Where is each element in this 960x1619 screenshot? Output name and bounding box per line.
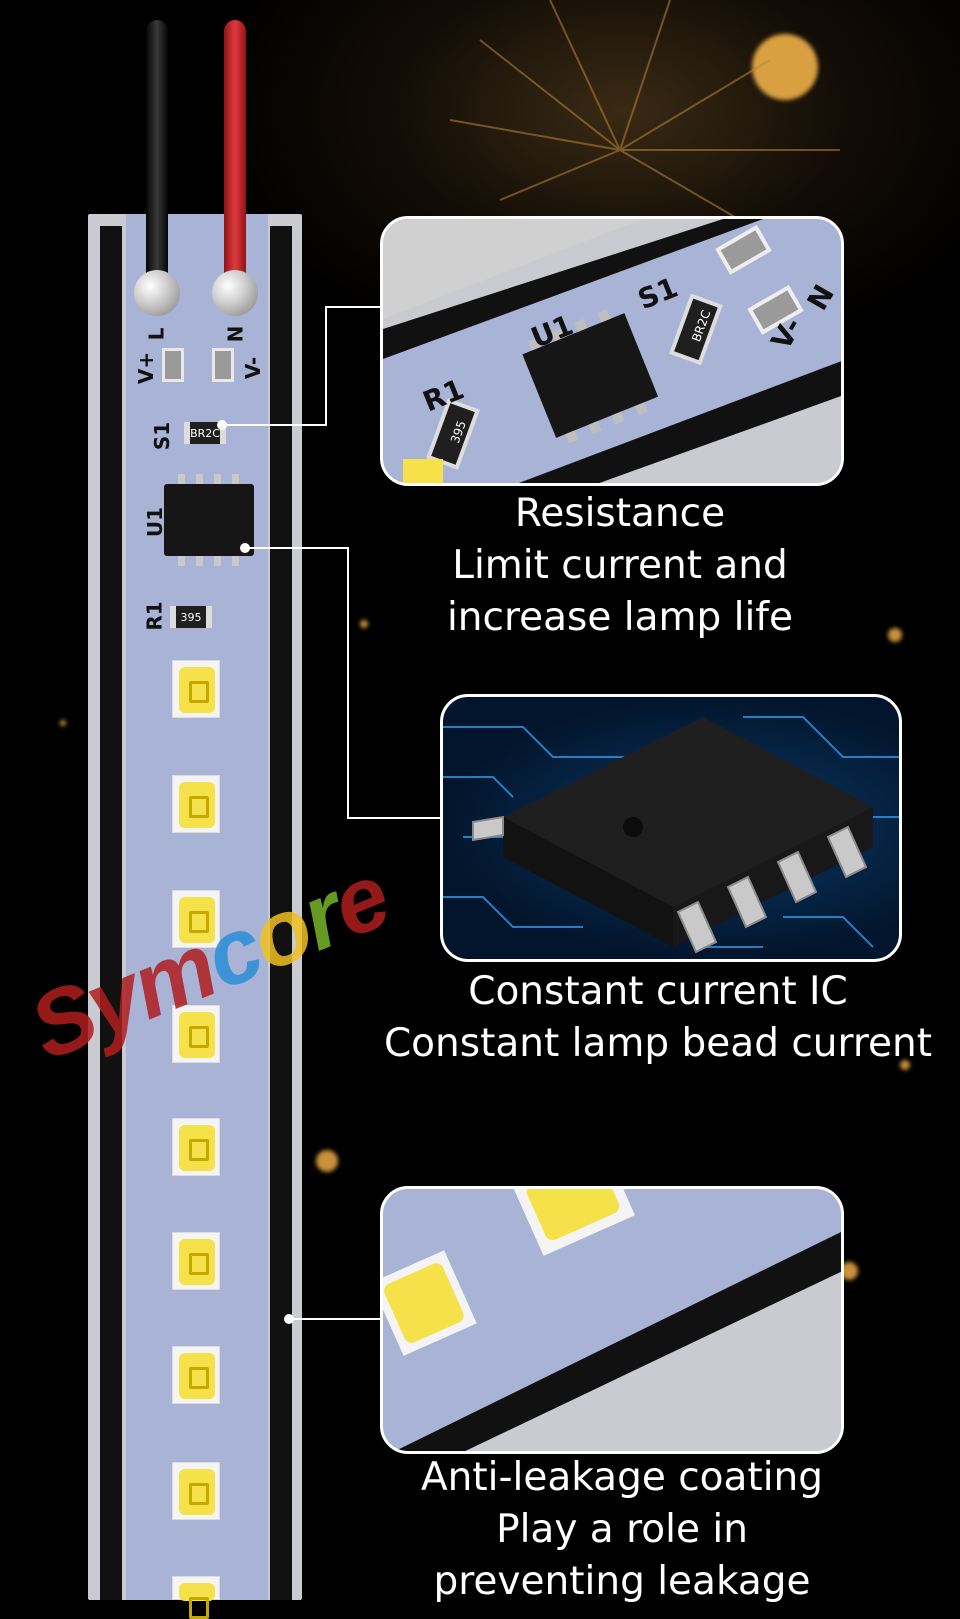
strip-rail-right xyxy=(270,226,292,1600)
caption-resistance: Resistance Limit current and increase la… xyxy=(400,488,840,644)
caption-resistance-line: increase lamp life xyxy=(446,595,794,640)
caption-ic: Constant current IC Constant lamp bead c… xyxy=(372,966,944,1070)
strip-rail-left xyxy=(100,226,122,1600)
led-bead xyxy=(172,1118,220,1176)
caption-coating-line: Play a role in xyxy=(496,1507,748,1552)
black-wire xyxy=(146,20,168,290)
led-bead xyxy=(172,660,220,718)
zoom-panel-resistance: U1 S1 R1 BR2C 395 V- N xyxy=(380,216,844,486)
solder-pad xyxy=(162,348,184,382)
terminal-label-l: L xyxy=(144,327,169,341)
bokeh-light xyxy=(60,720,66,726)
bokeh-light xyxy=(888,628,902,642)
u1-chip xyxy=(164,474,254,566)
light-rays xyxy=(449,0,840,221)
caption-ic-title: Constant current IC xyxy=(468,969,848,1014)
terminal-label-vplus: V+ xyxy=(134,351,159,385)
led-bead xyxy=(172,1232,220,1290)
solder-joint-l xyxy=(134,270,180,316)
bokeh-light xyxy=(840,1262,858,1280)
bokeh-light xyxy=(316,1150,338,1172)
bokeh-light xyxy=(360,620,368,628)
caption-ic-line: Constant lamp bead current xyxy=(383,1021,933,1066)
s1-component: BR2C xyxy=(184,422,226,444)
led-bead xyxy=(172,890,220,948)
caption-coating-title: Anti-leakage coating xyxy=(420,1455,824,1500)
red-wire xyxy=(224,20,246,290)
zoom-board-illustration xyxy=(383,219,841,483)
led-bead xyxy=(172,775,220,833)
caption-resistance-title: Resistance xyxy=(514,491,726,536)
u1-silk-label: U1 xyxy=(143,506,168,538)
zoom-panel-coating xyxy=(380,1186,844,1454)
caption-coating-line: preventing leakage xyxy=(433,1559,811,1604)
terminal-label-vminus: V- xyxy=(241,356,266,380)
caption-coating: Anti-leakage coating Play a role in prev… xyxy=(400,1452,844,1608)
led-bead xyxy=(172,1576,220,1619)
bokeh-light xyxy=(900,1060,910,1070)
solder-pad xyxy=(212,348,234,382)
solder-joint-n xyxy=(212,270,258,316)
terminal-label-n: N xyxy=(223,325,248,343)
zoom-panel-ic xyxy=(440,694,902,962)
bokeh-light xyxy=(752,34,818,100)
led-bead xyxy=(172,1346,220,1404)
s1-silk-label: S1 xyxy=(150,421,175,451)
caption-resistance-line: Limit current and xyxy=(452,543,788,588)
coating-illustration xyxy=(383,1189,841,1451)
ic-illustration xyxy=(443,716,899,954)
r1-component: 395 xyxy=(170,606,212,628)
led-bead xyxy=(172,1005,220,1063)
led-bead xyxy=(172,1462,220,1520)
r1-silk-label: R1 xyxy=(142,601,167,631)
